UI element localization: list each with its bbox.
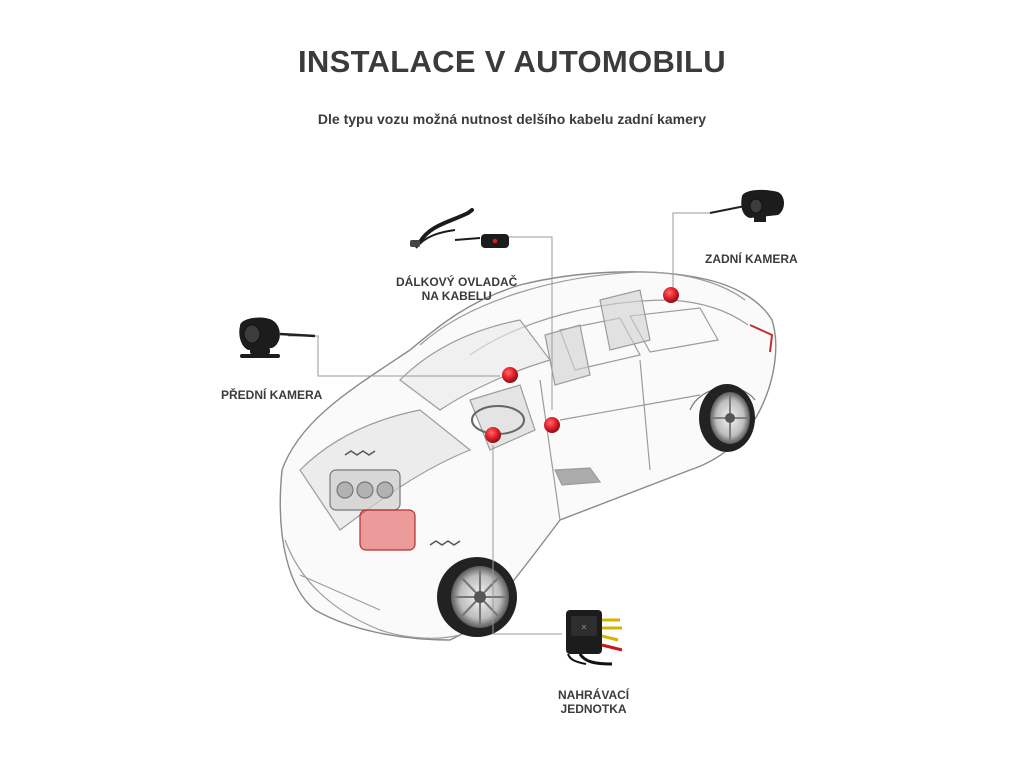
remote-control-label-line2: NA KABELU [421,289,492,303]
rear-wheel [699,384,755,452]
rear-camera-label: ZADNÍ KAMERA [705,252,798,266]
front-camera-label: PŘEDNÍ KAMERA [221,388,323,402]
recording-unit-label-line1: NAHRÁVACÍ [558,688,630,702]
transparent-car [279,271,777,641]
remote-control-label: DÁLKOVÝ OVLADAČ NA KABELU [396,275,517,303]
page-subtitle: Dle typu vozu možná nutnost delšího kabe… [317,111,707,127]
remote-control-icon [410,208,509,249]
marker-recorder [485,427,501,443]
recording-unit-icon: ✕ [566,610,623,666]
marker-rear-camera [663,287,679,303]
rear-camera-icon [709,189,784,222]
front-camera-icon [239,317,316,358]
recording-unit-label-line2: JEDNOTKA [560,702,627,716]
front-wheel [437,557,517,637]
marker-front-camera [502,367,518,383]
remote-control-label-line1: DÁLKOVÝ OVLADAČ [396,275,518,289]
svg-text:✕: ✕ [581,623,588,632]
installation-markers [485,287,679,443]
recording-unit-label: NAHRÁVACÍ JEDNOTKA [558,688,629,716]
page-title: INSTALACE V AUTOMOBILU [298,44,726,79]
marker-remote [544,417,560,433]
